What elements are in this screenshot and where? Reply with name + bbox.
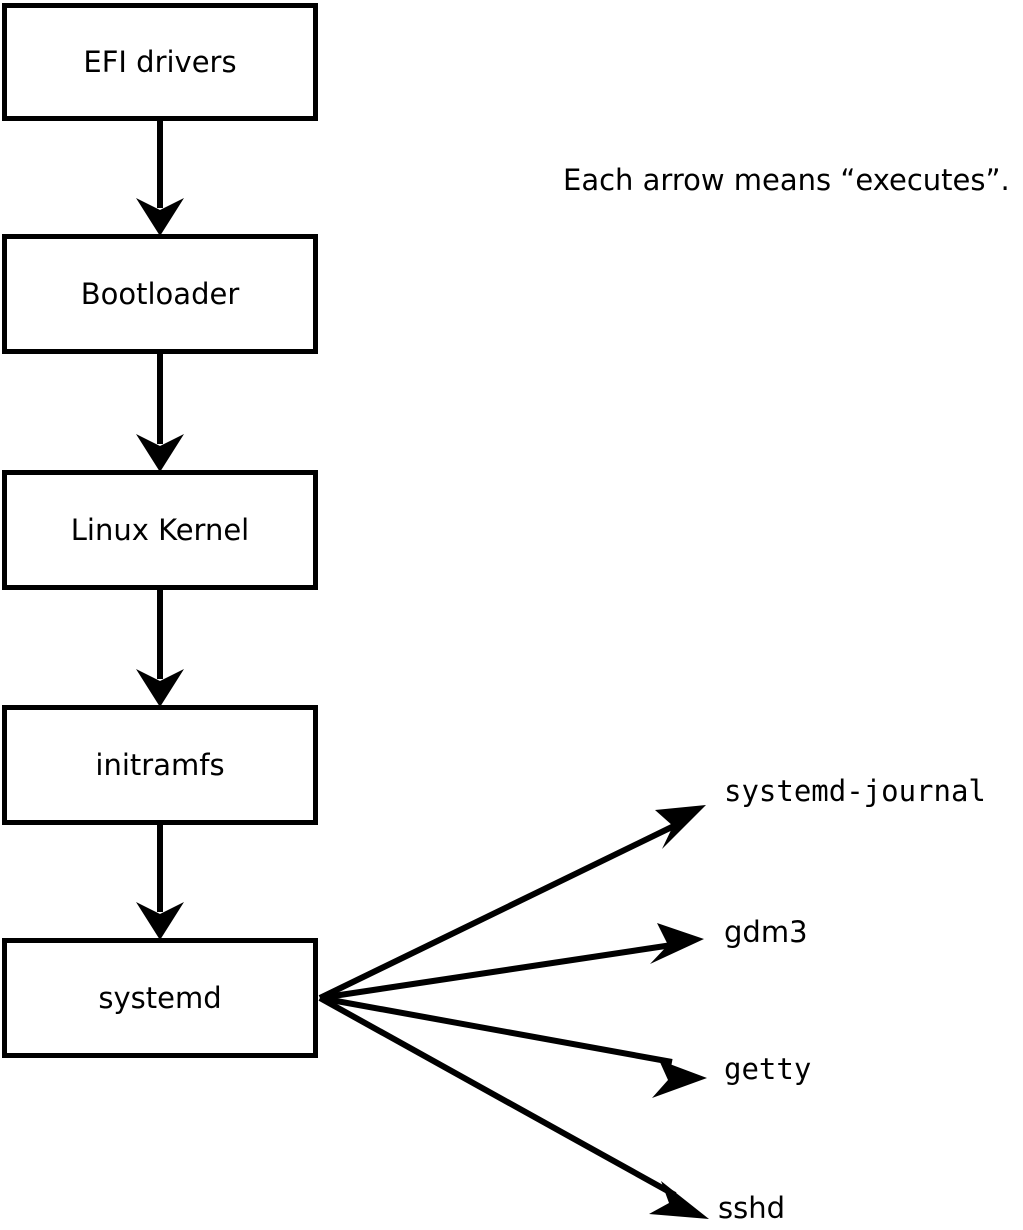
node-label-bootloader: Bootloader xyxy=(80,276,240,311)
process-label-gdm3: gdm3 xyxy=(724,915,808,949)
node-label-linux-kernel: Linux Kernel xyxy=(70,512,250,547)
node-label-efi-drivers: EFI drivers xyxy=(83,44,237,79)
arrow-bootloader-to-kernel xyxy=(136,354,184,472)
arrow-systemd-to-getty xyxy=(319,995,707,1098)
node-linux-kernel[interactable]: Linux Kernel xyxy=(2,470,318,590)
arrow-kernel-to-initramfs xyxy=(136,590,184,707)
process-label-systemd-journal: systemd-journal xyxy=(724,774,986,808)
arrow-systemd-to-sshd xyxy=(318,995,709,1219)
process-label-getty: getty xyxy=(724,1052,812,1086)
arrow-systemd-to-gdm3 xyxy=(319,923,704,1001)
node-efi-drivers[interactable]: EFI drivers xyxy=(2,3,318,121)
arrow-efi-to-bootloader xyxy=(136,121,184,236)
node-label-initramfs: initramfs xyxy=(95,747,225,782)
arrow-initramfs-to-systemd xyxy=(136,825,184,940)
node-bootloader[interactable]: Bootloader xyxy=(2,234,318,354)
node-initramfs[interactable]: initramfs xyxy=(2,705,318,825)
node-label-systemd: systemd xyxy=(98,980,222,1015)
arrow-systemd-to-systemd-journal xyxy=(318,805,706,1001)
process-label-sshd: sshd xyxy=(718,1191,786,1225)
node-systemd[interactable]: systemd xyxy=(2,938,318,1058)
legend-arrow-meaning: Each arrow means “executes”. xyxy=(563,163,1010,197)
